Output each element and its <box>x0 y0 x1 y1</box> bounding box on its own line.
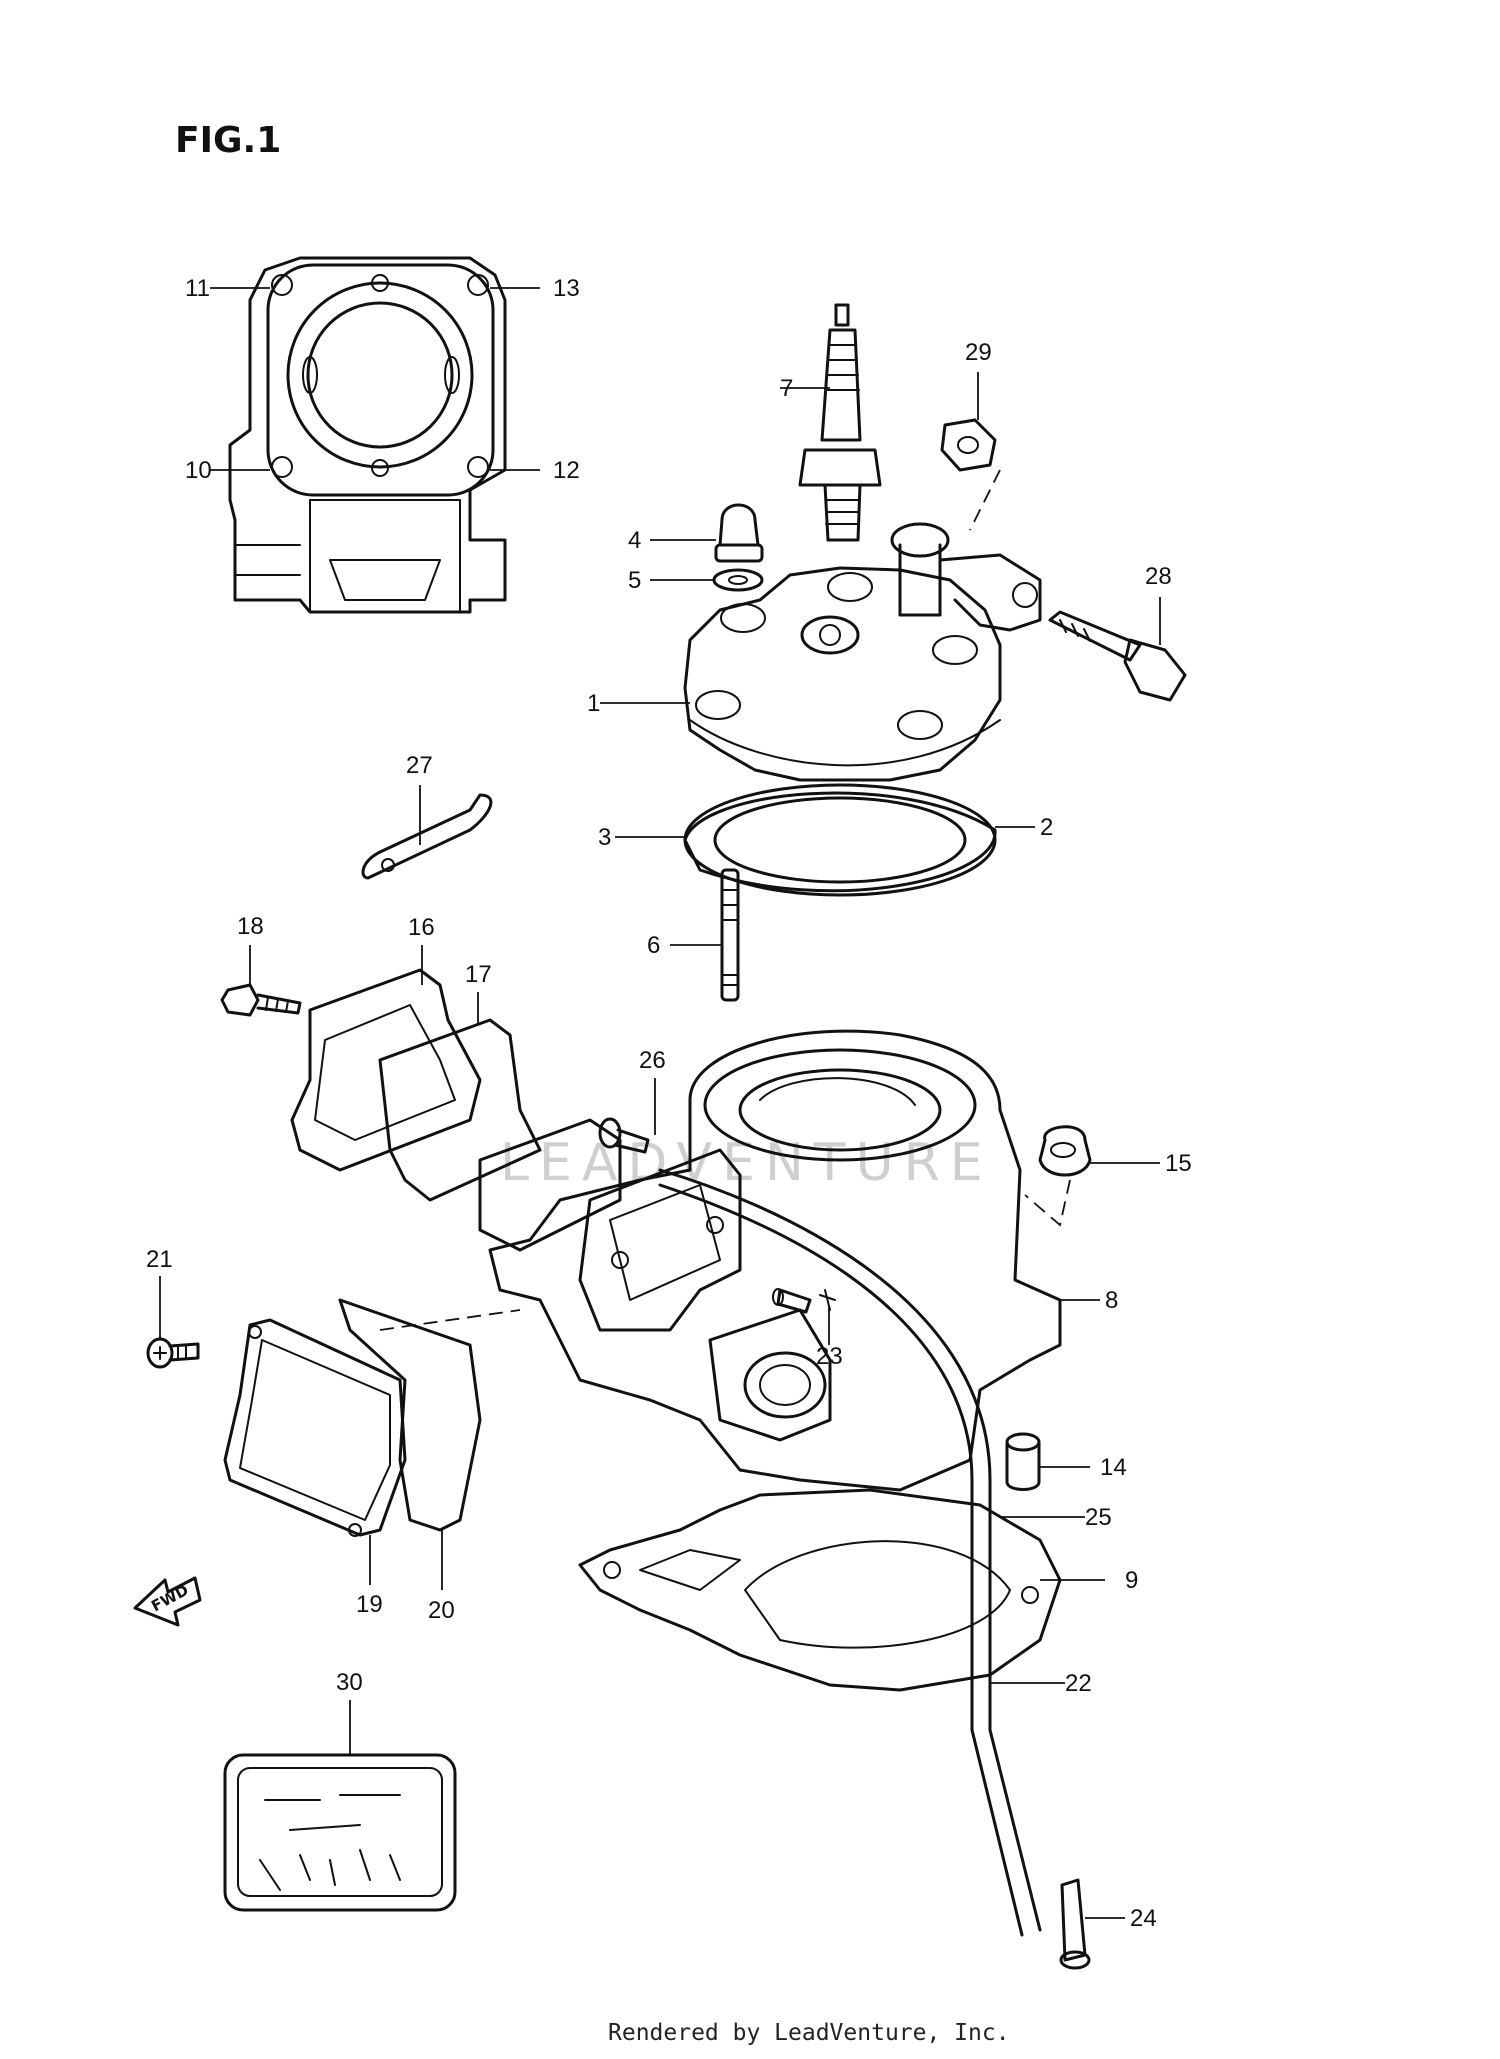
callout-21: 21 <box>146 1246 173 1273</box>
nipple-23 <box>772 1288 836 1314</box>
callout-9: 9 <box>1125 1567 1138 1594</box>
fwd-label: FWD <box>148 1581 191 1615</box>
callout-4: 4 <box>628 527 641 554</box>
label-sheet-30 <box>223 1753 457 1912</box>
clip-24 <box>1059 1878 1091 1970</box>
bracket-27 <box>361 793 493 880</box>
leader-lines <box>159 287 1161 1919</box>
callout-15: 15 <box>1165 1150 1192 1177</box>
callout-22: 22 <box>1065 1670 1092 1697</box>
breather-hoses <box>658 1168 1042 1937</box>
callout-27: 27 <box>406 752 433 779</box>
flange-nut-29 <box>940 418 997 472</box>
callout-14: 14 <box>1100 1454 1127 1481</box>
callout-24: 24 <box>1130 1905 1157 1932</box>
cylinder-top-view-inset <box>228 256 507 614</box>
callout-3: 3 <box>598 824 611 851</box>
dowel-pin-14 <box>1005 1432 1041 1491</box>
nipple-26 <box>598 1117 650 1154</box>
stud-bolt <box>720 868 740 1002</box>
callout-7: 7 <box>780 375 793 402</box>
callout-5: 5 <box>628 567 641 594</box>
nut-15 <box>1038 1125 1092 1177</box>
screw-21 <box>146 1337 200 1369</box>
callout-16: 16 <box>408 914 435 941</box>
callout-17: 17 <box>465 961 492 988</box>
callout-8: 8 <box>1105 1287 1118 1314</box>
callout-18: 18 <box>237 913 264 940</box>
watermark: LEADVENTURE <box>500 1133 993 1193</box>
callout-2: 2 <box>1040 814 1053 841</box>
callout-19: 19 <box>356 1591 383 1618</box>
forward-direction-arrow: FWD <box>133 1576 202 1627</box>
callout-29: 29 <box>965 339 992 366</box>
callout-12: 12 <box>553 457 580 484</box>
callout-1: 1 <box>587 690 600 717</box>
reed-valve-gaskets <box>290 968 542 1202</box>
callout-6: 6 <box>647 932 660 959</box>
base-gasket <box>578 1488 1062 1692</box>
cylinder-body <box>478 1029 1062 1492</box>
bolt-28 <box>1048 610 1187 702</box>
reed-cover-and-gasket <box>223 1298 482 1537</box>
bolt-18 <box>220 983 302 1017</box>
callout-30: 30 <box>336 1669 363 1696</box>
callout-28: 28 <box>1145 563 1172 590</box>
callout-13: 13 <box>553 275 580 302</box>
cap-nut-and-washer <box>712 503 764 592</box>
spark-plug <box>798 303 882 542</box>
figure-title: FIG.1 <box>175 120 281 161</box>
callout-26: 26 <box>639 1047 666 1074</box>
callout-25: 25 <box>1085 1504 1112 1531</box>
callout-10: 10 <box>185 457 212 484</box>
callout-labels: 11 13 10 12 7 29 4 5 1 28 2 3 6 27 18 16… <box>146 275 1192 1932</box>
callout-11: 11 <box>185 275 210 302</box>
head-gaskets <box>683 783 997 897</box>
callout-23: 23 <box>816 1343 843 1370</box>
footer-credit: Rendered by LeadVenture, Inc. <box>608 2020 1010 2046</box>
cylinder-head <box>683 522 1042 782</box>
callout-20: 20 <box>428 1597 455 1624</box>
